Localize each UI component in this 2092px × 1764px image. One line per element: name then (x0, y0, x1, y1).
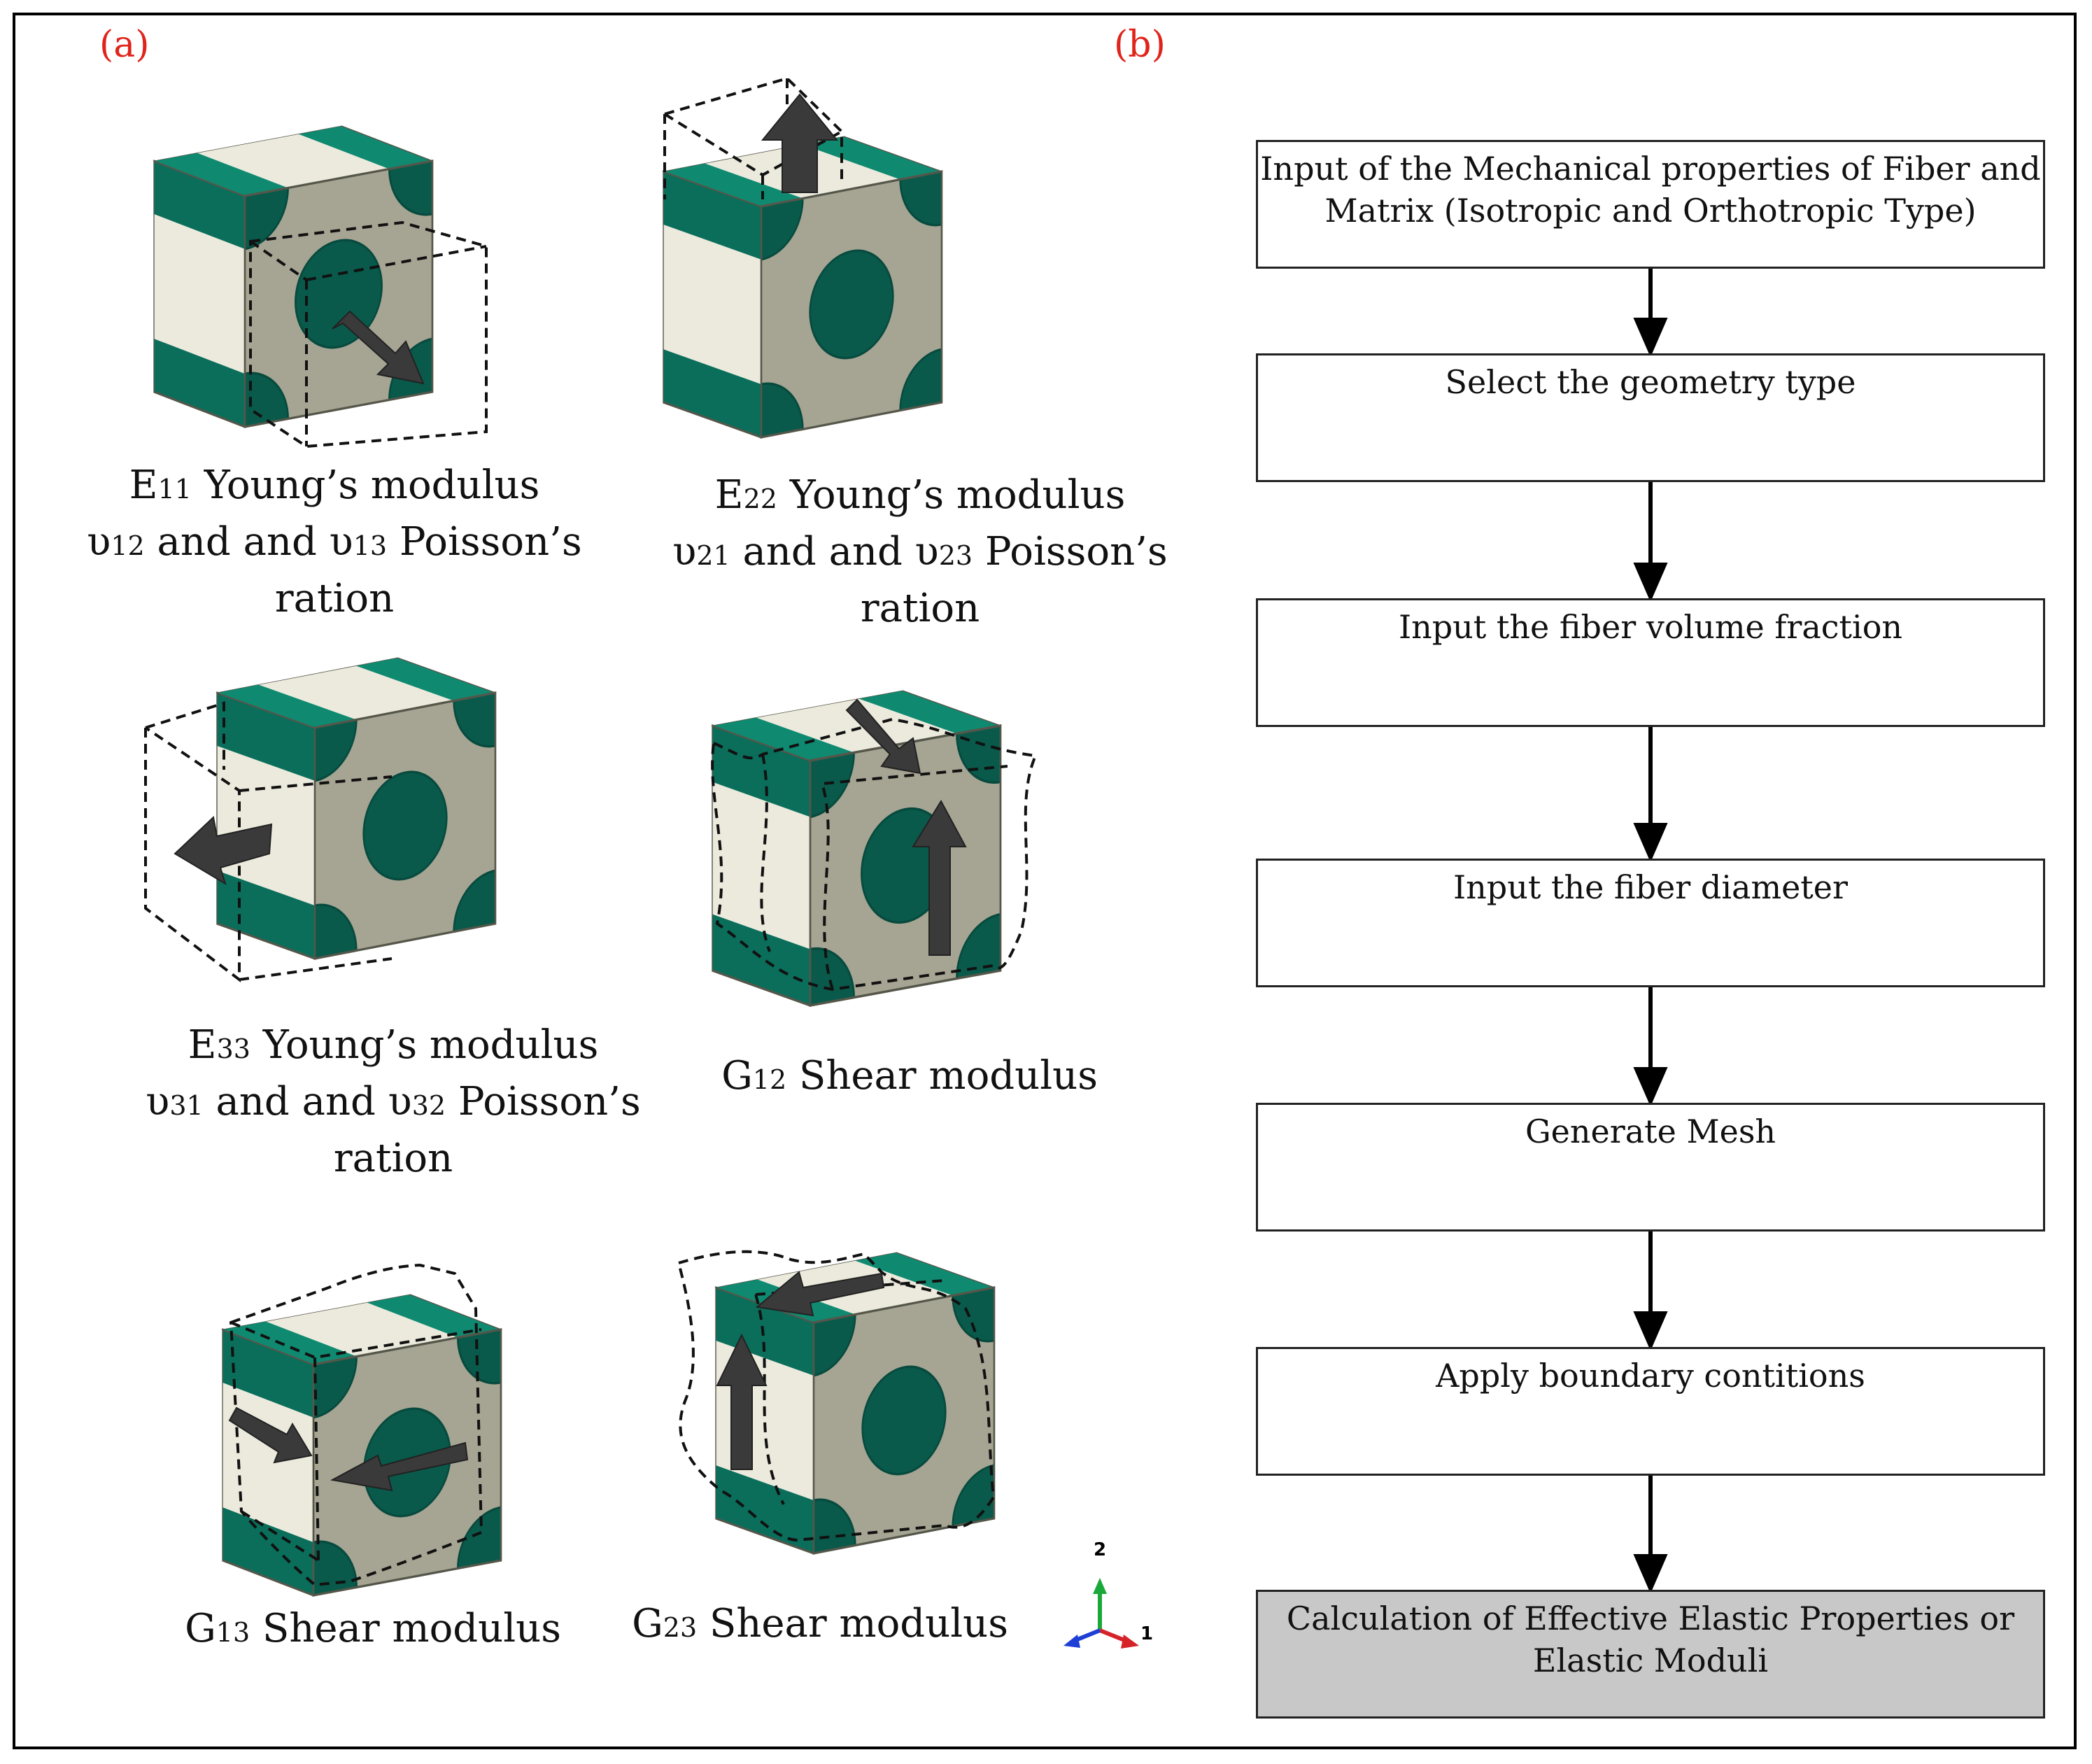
e22-poisson-symbol: υ (672, 529, 697, 574)
flow-step-5-line1: Generate Mesh (1525, 1113, 1776, 1150)
e11-poisson-sub1: 12 (111, 530, 145, 561)
flow-step-6: Apply boundary contitions (1256, 1347, 2045, 1476)
e33-ration: ration (333, 1136, 453, 1181)
g23-title: Shear modulus (697, 1601, 1008, 1646)
g23-subscript: 23 (663, 1612, 698, 1643)
flow-arrow-head (1633, 1311, 1668, 1351)
g12-title: Shear modulus (786, 1053, 1098, 1099)
g23-symbol: G (632, 1601, 663, 1646)
g13-subscript: 13 (215, 1617, 250, 1648)
figure-frame (13, 13, 2077, 1749)
cube-g13 (221, 1269, 544, 1657)
e22-poisson-tail: Poisson’s (973, 529, 1168, 574)
axis-triad (1063, 1578, 1139, 1649)
e22-poisson-mid: and and υ (730, 529, 939, 574)
panel-label-a: (a) (99, 24, 150, 66)
flow-step-1-line2: Matrix (Isotropic and Orthotropic Type) (1324, 192, 1977, 230)
e22-title: Young’s modulus (777, 472, 1126, 518)
flow-arrow-head (1633, 318, 1668, 358)
e22-symbol: E (714, 472, 744, 518)
flow-arrow-head (1633, 1554, 1668, 1594)
e11-poisson-sub2: 13 (353, 530, 388, 561)
flow-arrow-head (1633, 823, 1668, 863)
e33-poisson-tail: Poisson’s (446, 1079, 641, 1124)
axis-label-2: 2 (1094, 1539, 1107, 1560)
e33-symbol: E (188, 1022, 217, 1068)
e11-title: Young’s modulus (191, 463, 540, 508)
panel-label-b: (b) (1114, 24, 1166, 66)
e11-poisson-symbol: υ (87, 519, 111, 565)
e33-subscript: 33 (216, 1033, 250, 1064)
caption-g23: G23 Shear modulus (632, 1597, 1008, 1654)
flow-step-2-line1: Select the geometry type (1445, 363, 1856, 401)
flow-arrow-head (1633, 563, 1668, 602)
cube-g12 (711, 661, 1045, 1070)
g13-title: Shear modulus (250, 1606, 561, 1651)
e22-poisson-sub2: 23 (938, 540, 973, 571)
cube-e22 (662, 111, 983, 499)
flow-step-7-line2: Elastic Moduli (1532, 1642, 1769, 1679)
caption-e33: E33 Young’s modulus υ31 and and υ32 Pois… (146, 1019, 640, 1185)
e33-title: Young’s modulus (250, 1022, 599, 1068)
flow-step-3: Input the fiber volume fraction (1256, 598, 2045, 727)
e11-subscript: 11 (157, 474, 192, 504)
flow-step-5: Generate Mesh (1256, 1103, 2045, 1232)
e33-poisson-mid: and and υ (203, 1079, 412, 1124)
e33-poisson-symbol: υ (146, 1079, 170, 1124)
caption-e11: E11 Young’s modulus υ12 and and υ13 Pois… (87, 459, 581, 626)
cube-e11 (153, 100, 476, 488)
g12-symbol: G (721, 1053, 753, 1099)
flow-step-7: Calculation of Effective Elastic Propert… (1256, 1590, 2045, 1719)
e22-poisson-sub1: 21 (696, 540, 730, 571)
e11-symbol: E (129, 463, 158, 508)
caption-g12: G12 Shear modulus (721, 1050, 1098, 1106)
caption-e22: E22 Young’s modulus υ21 and and υ23 Pois… (672, 469, 1167, 635)
e33-poisson-sub2: 32 (411, 1090, 446, 1121)
axis-label-1: 1 (1140, 1623, 1154, 1644)
e11-poisson-mid: and and υ (144, 519, 353, 565)
g13-symbol: G (185, 1606, 216, 1651)
caption-g13: G13 Shear modulus (185, 1602, 561, 1659)
e22-subscript: 22 (743, 484, 777, 514)
g12-subscript: 12 (752, 1064, 787, 1095)
flow-step-7-line1: Calculation of Effective Elastic Propert… (1286, 1600, 2015, 1637)
e11-poisson-tail: Poisson’s (387, 519, 582, 565)
e22-ration: ration (860, 586, 980, 631)
e33-poisson-sub1: 31 (169, 1090, 204, 1121)
flow-step-1: Input of the Mechanical properties of Fi… (1256, 140, 2045, 269)
flow-step-2: Select the geometry type (1256, 353, 2045, 482)
flow-step-6-line1: Apply boundary contitions (1436, 1357, 1865, 1395)
flow-arrow-head (1633, 1067, 1668, 1107)
flow-step-3-line1: Input the fiber volume fraction (1398, 608, 1903, 646)
flow-step-4: Input the fiber diameter (1256, 859, 2045, 987)
e11-ration: ration (274, 576, 395, 621)
flow-step-1-line1: Input of the Mechanical properties of Fi… (1260, 150, 2041, 188)
flow-step-4-line1: Input the fiber diameter (1453, 868, 1849, 906)
